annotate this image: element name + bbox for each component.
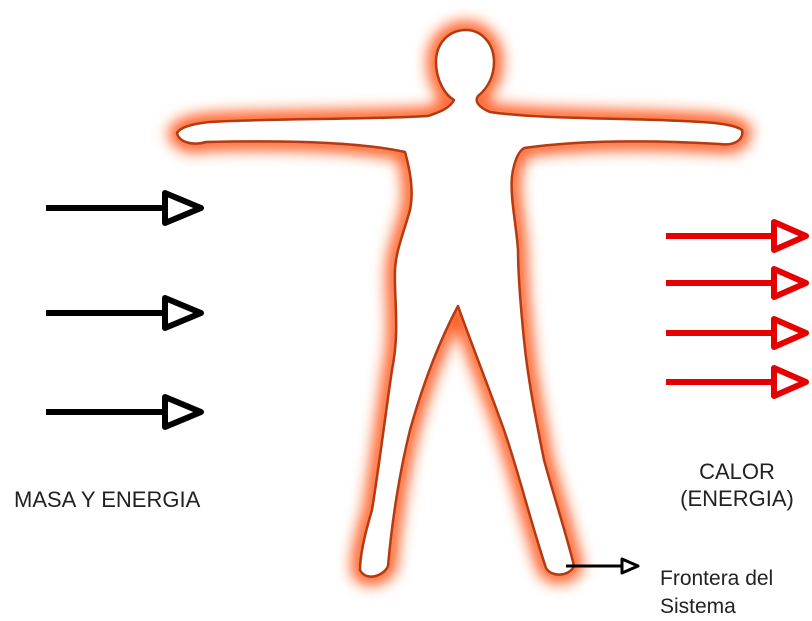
input-arrow [46, 193, 201, 223]
heat-arrow [666, 269, 806, 297]
heat-label-line1: CALOR [667, 458, 807, 485]
heat-arrow [666, 319, 806, 347]
heat-arrow [666, 368, 806, 396]
input-arrows [46, 193, 201, 427]
boundary-label: Frontera del Sistema [660, 565, 773, 621]
heat-arrows [666, 222, 806, 396]
input-arrow [46, 397, 201, 427]
input-arrow [46, 298, 201, 328]
heat-arrow [666, 222, 806, 250]
heat-label-line2: (ENERGIA) [667, 485, 807, 512]
boundary-label-line1: Frontera del [660, 565, 773, 593]
input-label: MASA Y ENERGIA [14, 486, 200, 513]
heat-label: CALOR (ENERGIA) [667, 458, 807, 512]
